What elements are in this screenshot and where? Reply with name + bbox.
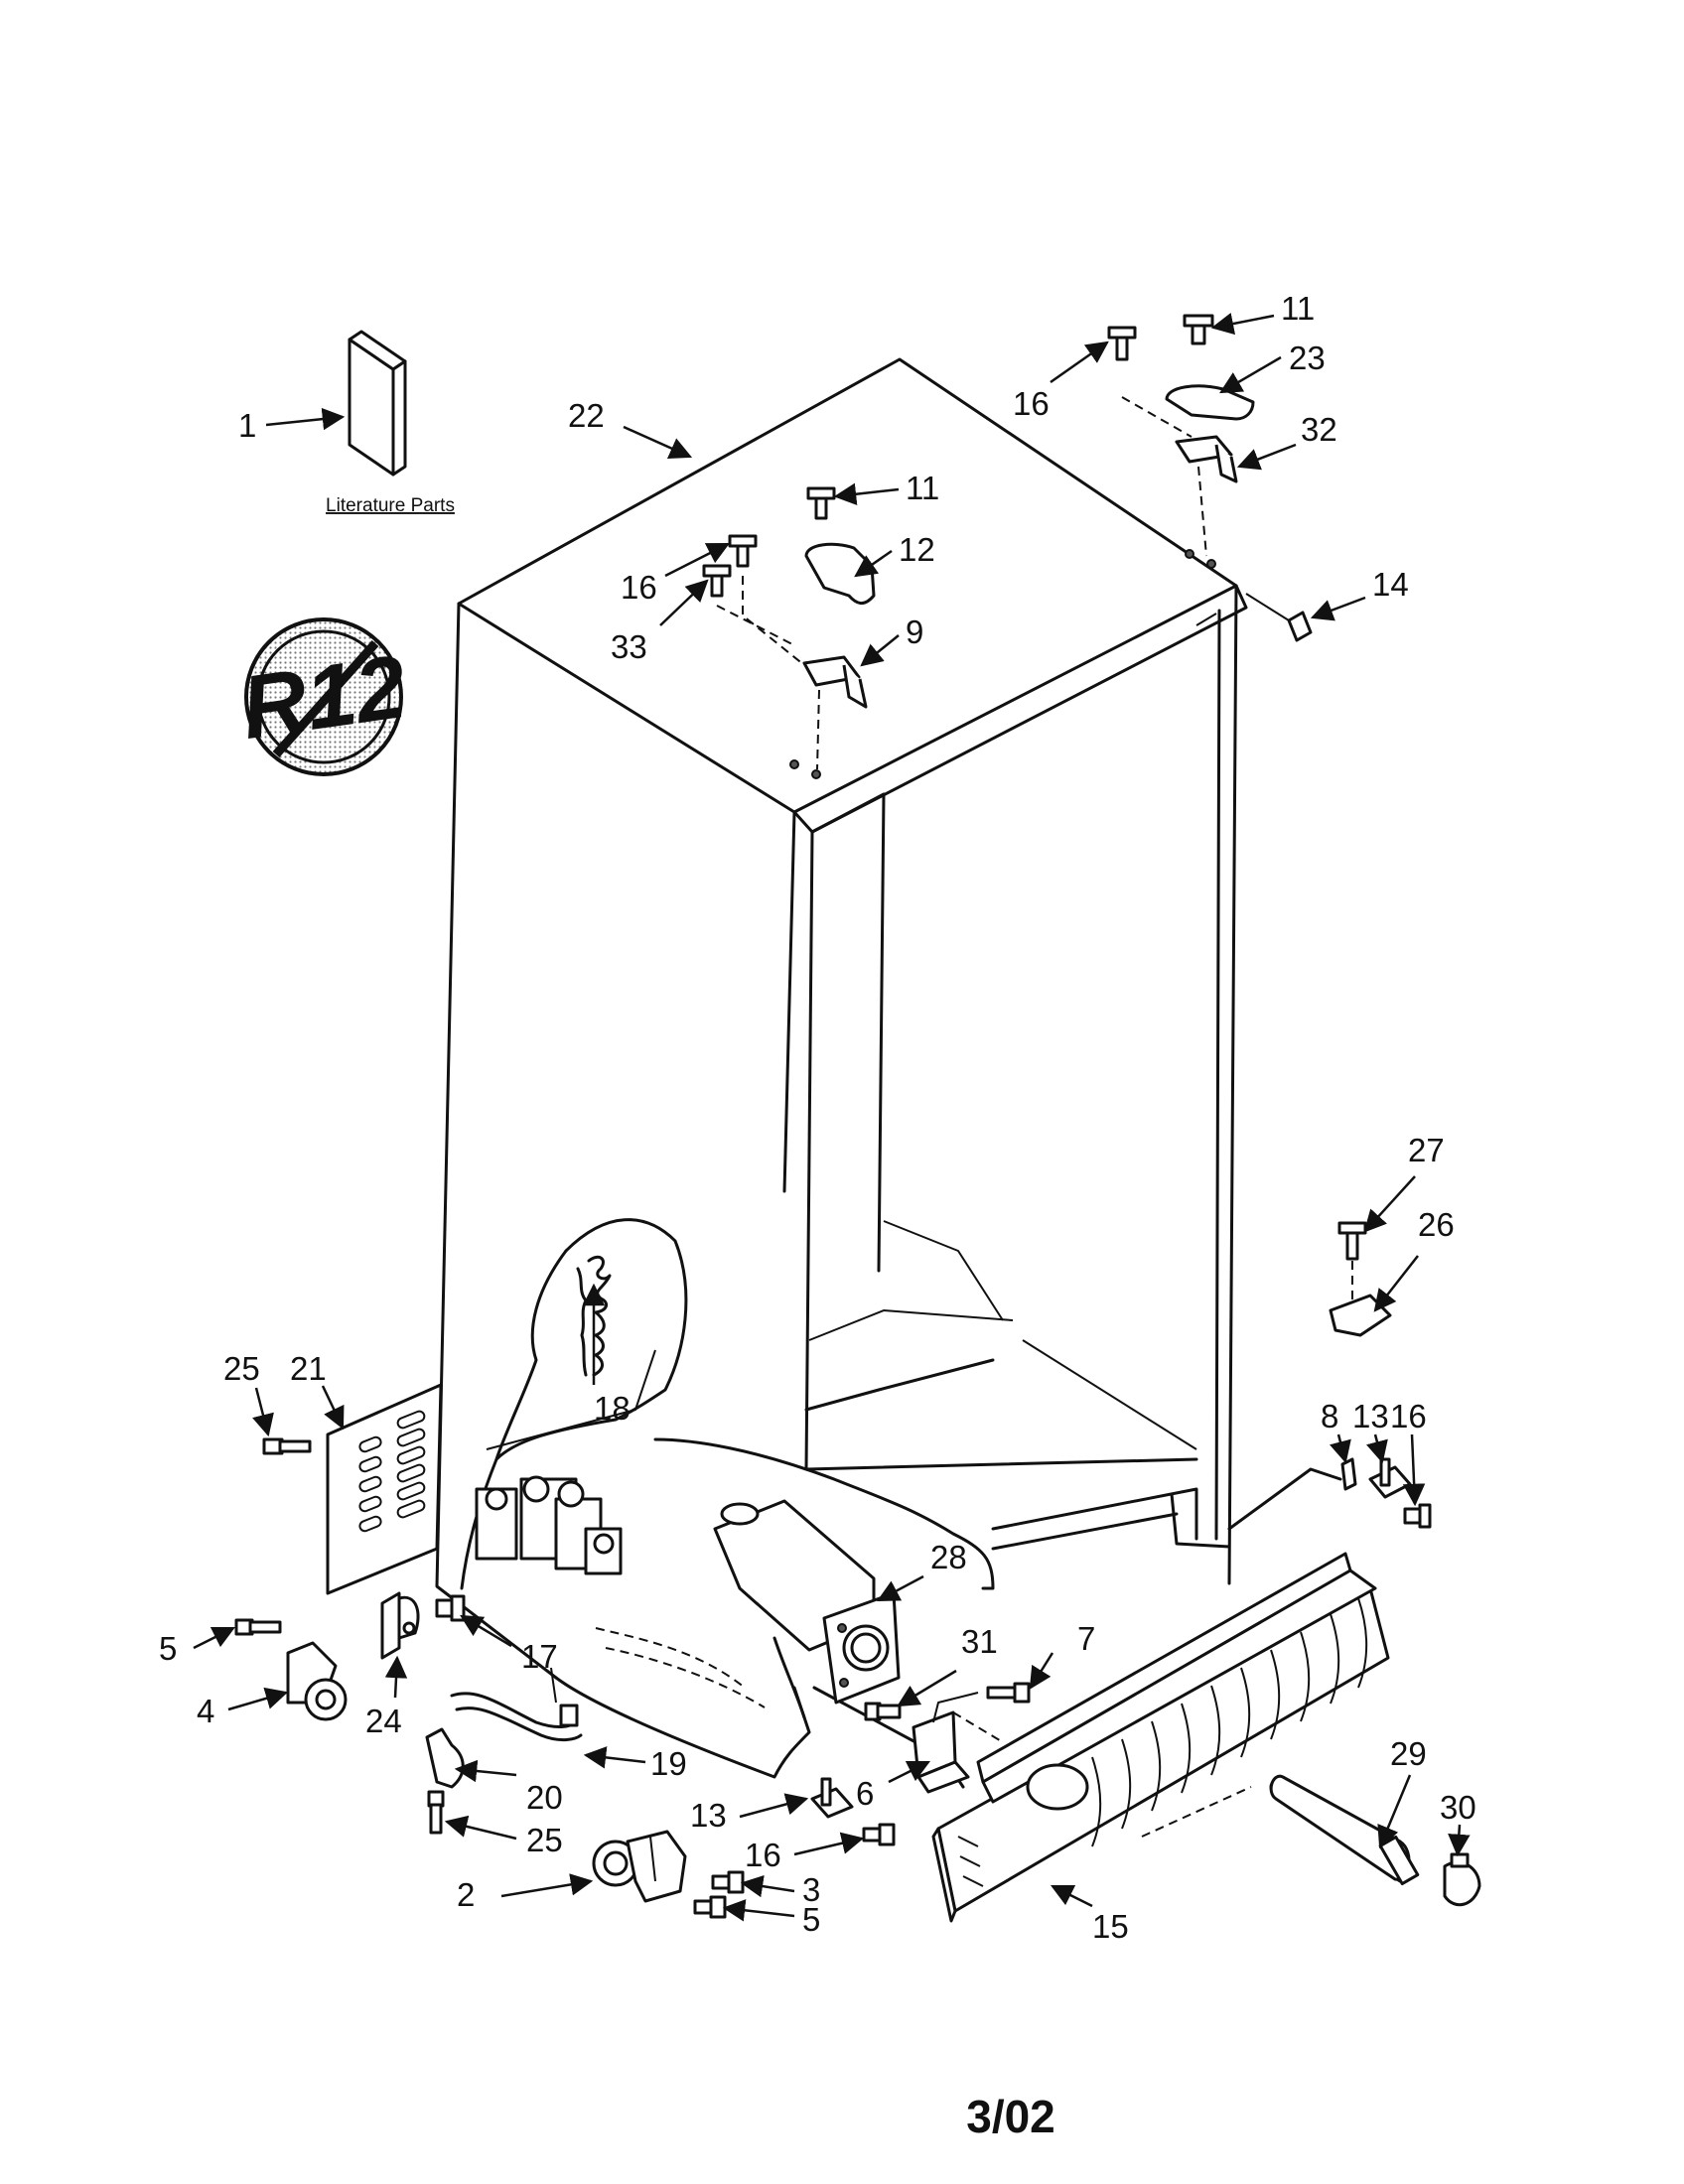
screw-part-7 bbox=[986, 1682, 1031, 1704]
callout-5-left: 5 bbox=[159, 1630, 177, 1667]
callout-13-right: 13 bbox=[1352, 1398, 1389, 1434]
callout-7: 7 bbox=[1077, 1620, 1095, 1657]
callout-31: 31 bbox=[961, 1623, 998, 1660]
callout-11-mid: 11 bbox=[906, 470, 939, 506]
callout-29: 29 bbox=[1390, 1735, 1427, 1772]
filter-cap-30 bbox=[1443, 1852, 1481, 1907]
screw-part-3 bbox=[711, 1870, 745, 1894]
callout-16-mid: 16 bbox=[621, 569, 657, 606]
callout-20: 20 bbox=[526, 1779, 563, 1816]
filter-housing-28 bbox=[713, 1499, 901, 1705]
callout-4: 4 bbox=[197, 1693, 214, 1729]
callout-1: 1 bbox=[238, 407, 256, 444]
callout-22: 22 bbox=[568, 397, 605, 434]
callout-5-bottom: 5 bbox=[802, 1901, 820, 1938]
callout-15: 15 bbox=[1092, 1908, 1129, 1945]
refrigerator-cabinet bbox=[435, 357, 1342, 1789]
upper-hinge-right bbox=[1107, 314, 1255, 569]
literature-parts-booklet bbox=[348, 330, 407, 477]
coil-part-18 bbox=[576, 1255, 612, 1377]
no-r12-symbol: R12 bbox=[235, 617, 412, 776]
callout-19: 19 bbox=[650, 1745, 687, 1782]
water-filter-29 bbox=[1269, 1774, 1420, 1886]
callout-14: 14 bbox=[1372, 566, 1409, 603]
callout-25-left: 25 bbox=[223, 1350, 260, 1387]
screw-part-5-bottom bbox=[693, 1895, 727, 1919]
callout-18: 18 bbox=[594, 1390, 631, 1427]
bracket-part-13-bottom bbox=[810, 1777, 854, 1819]
callout-25-bottom: 25 bbox=[526, 1822, 563, 1858]
clamp-part-20 bbox=[425, 1727, 465, 1789]
callout-9: 9 bbox=[906, 614, 923, 650]
callout-leaders bbox=[193, 313, 1471, 1922]
callout-16-top: 16 bbox=[1013, 385, 1050, 422]
callout-21: 21 bbox=[290, 1350, 327, 1387]
callout-6: 6 bbox=[856, 1775, 874, 1812]
callout-28: 28 bbox=[930, 1539, 967, 1575]
callout-2: 2 bbox=[457, 1876, 475, 1913]
callout-8: 8 bbox=[1321, 1398, 1338, 1434]
callout-3: 3 bbox=[802, 1871, 820, 1908]
screw-part-16-bottom bbox=[862, 1823, 896, 1846]
callout-11-top: 11 bbox=[1281, 290, 1315, 327]
callout-labels: 1 22 16 11 23 32 11 12 16 33 9 14 27 26 … bbox=[159, 290, 1476, 1945]
date-code: 3/02 bbox=[966, 2091, 1055, 2142]
screw-part-17 bbox=[435, 1594, 466, 1622]
callout-23: 23 bbox=[1289, 340, 1326, 376]
clip-part-14 bbox=[1287, 611, 1313, 642]
bracket-part-6 bbox=[912, 1692, 1004, 1794]
tube-part-19 bbox=[450, 1692, 583, 1742]
screw-part-25-bottom bbox=[427, 1790, 445, 1835]
callout-24: 24 bbox=[365, 1703, 402, 1739]
screw-part-5-left bbox=[234, 1618, 282, 1636]
screw-part-31 bbox=[864, 1702, 902, 1721]
roller-part-4 bbox=[286, 1641, 348, 1721]
callout-13-bottom: 13 bbox=[690, 1797, 727, 1834]
lower-hinge-right bbox=[1329, 1221, 1432, 1529]
roller-part-2 bbox=[592, 1830, 687, 1903]
callout-17: 17 bbox=[521, 1638, 558, 1675]
bracket-part-24 bbox=[380, 1591, 420, 1660]
callout-16-right: 16 bbox=[1390, 1398, 1427, 1434]
callout-33: 33 bbox=[611, 628, 647, 665]
callout-26: 26 bbox=[1418, 1206, 1455, 1243]
callout-30: 30 bbox=[1440, 1789, 1476, 1826]
base-grille-15 bbox=[931, 1552, 1390, 1923]
screw-part-25-left bbox=[262, 1437, 312, 1455]
water-valves bbox=[475, 1475, 623, 1575]
rear-access-panel-21 bbox=[326, 1383, 443, 1595]
callout-27: 27 bbox=[1408, 1132, 1445, 1168]
callout-16-bottom: 16 bbox=[745, 1837, 781, 1873]
callout-32: 32 bbox=[1301, 411, 1337, 448]
literature-parts-label: Literature Parts bbox=[326, 495, 455, 516]
callout-12: 12 bbox=[899, 531, 935, 568]
